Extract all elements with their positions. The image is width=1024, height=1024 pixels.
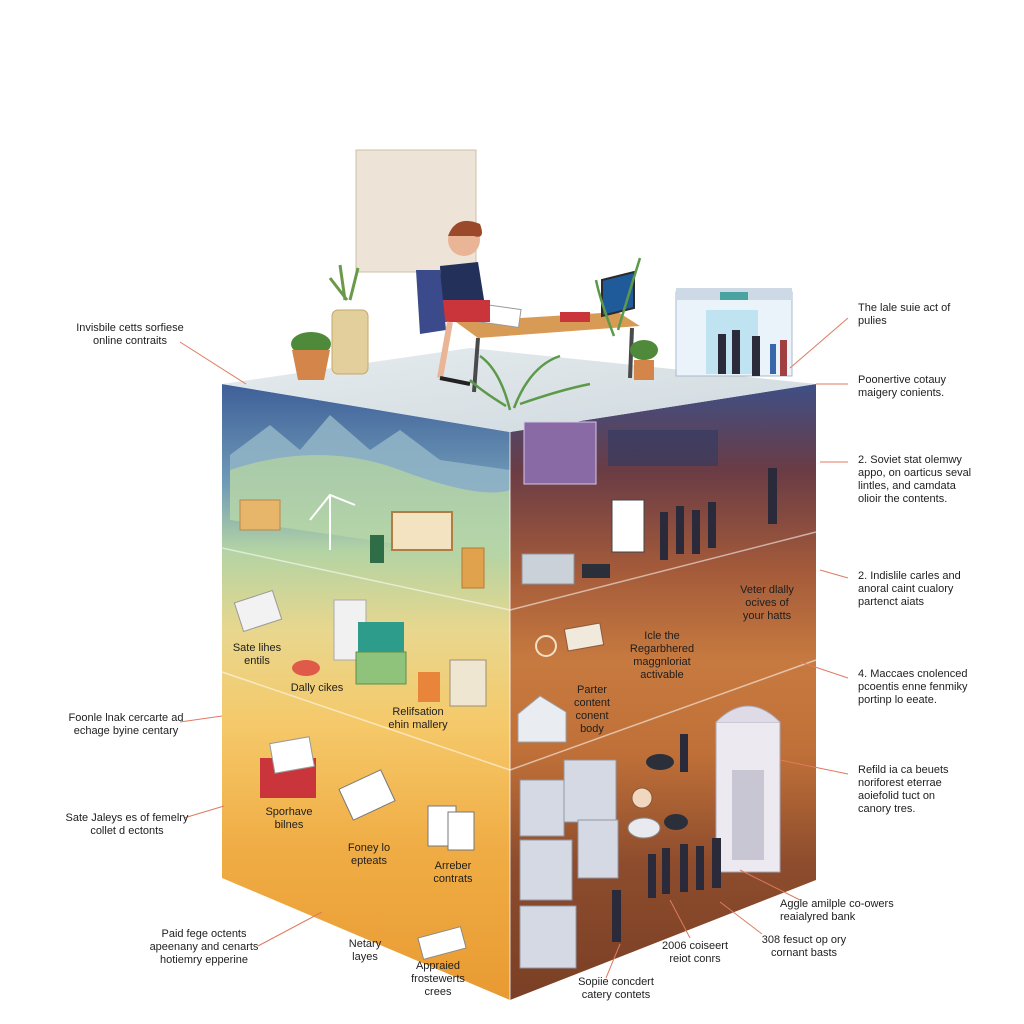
file-cabinets-icon <box>519 759 619 969</box>
band-separators <box>221 432 817 1000</box>
label-bank: 308 fesuct op ory cornant basts <box>761 934 847 959</box>
right-face-objects <box>517 421 781 969</box>
label-refild: Refild ia ca beuets noriforest eterrae a… <box>858 764 949 815</box>
laptop-2-icon <box>338 769 396 821</box>
laptop-icon <box>358 622 404 652</box>
label-netary: Netary layes <box>348 938 382 963</box>
label-exchange: Foonle lnak cercarte ad echage byine cen… <box>68 712 184 737</box>
leader-lines <box>179 317 849 979</box>
cube <box>221 348 817 1000</box>
building-icon <box>449 659 487 707</box>
screen-icon <box>523 421 597 485</box>
shop-people-icon <box>718 330 787 376</box>
cube-top-face <box>222 348 816 432</box>
lamp-icon <box>309 493 356 550</box>
label-indistle: 2. Indislile carles and anoral caint cua… <box>858 570 961 608</box>
label-foney: Foney lo epteats <box>347 842 391 867</box>
top-scene <box>291 149 793 411</box>
people-group-icon <box>608 430 718 466</box>
whiteboard-icon <box>611 499 645 553</box>
left-face-objects <box>233 493 487 960</box>
books-stack-icon <box>521 553 575 585</box>
books-icon <box>370 535 384 563</box>
label-family: Sate Jaleys es of femelry collet d ecton… <box>65 812 189 837</box>
label-messages: 4. Maccaes cnolenced pcoentis enne fenmi… <box>858 668 968 706</box>
label-aggle: Aggle amilple co-owers reaialyred bank <box>780 898 894 923</box>
label-online-contracts: Invisbile cetts sorfiese online contrait… <box>76 322 184 347</box>
label-sopdle: Sopiie concdert catery contets <box>578 976 654 1001</box>
boxes-icon <box>239 499 281 531</box>
label-panter: Parter content conent body <box>573 684 611 735</box>
small-plant-icon <box>630 340 658 380</box>
badge-icon <box>535 635 557 657</box>
easel-board-icon <box>391 511 453 551</box>
portal-building-icon <box>715 705 781 873</box>
label-relation: Relifsation ehin mallery <box>388 706 448 731</box>
label-soviet: 2. Soviet stat olemwy appo, on oarticus … <box>858 454 972 505</box>
label-public: The lale suie act of pulies <box>858 302 951 327</box>
paper-stack-icon <box>233 589 283 633</box>
car-icon <box>646 754 674 770</box>
label-paid: Paid fege octents apeenany and cenarts h… <box>149 928 259 966</box>
plant-vase-icon <box>328 264 369 375</box>
woman-at-desk-icon <box>416 220 490 386</box>
label-sporthave: Sporhave bilnes <box>265 806 313 831</box>
label-ide: Icle the Regarbhered maggnloriat activab… <box>629 630 695 681</box>
crowd-icon <box>612 734 721 942</box>
queue-people-icon <box>660 468 777 560</box>
label-positive: Poonertive cotauy maigery conients. <box>858 374 947 399</box>
house-icon <box>517 695 567 743</box>
document-2-icon <box>563 622 605 652</box>
label-safe-lines: Sate lihes entils <box>232 642 282 667</box>
label-yearly: Veter dlally ocives of your hatts <box>740 584 794 622</box>
fern-icon <box>469 257 642 411</box>
label-appraised: Appraied frostewerts crees <box>411 960 465 998</box>
label-daily: Dally cikes <box>290 682 344 694</box>
tape-icon <box>292 660 320 676</box>
label-arreber: Arreber contrats <box>433 860 473 885</box>
potted-plant-icon <box>291 332 331 380</box>
label-consert: 2006 coiseert reiot conrs <box>661 940 729 965</box>
